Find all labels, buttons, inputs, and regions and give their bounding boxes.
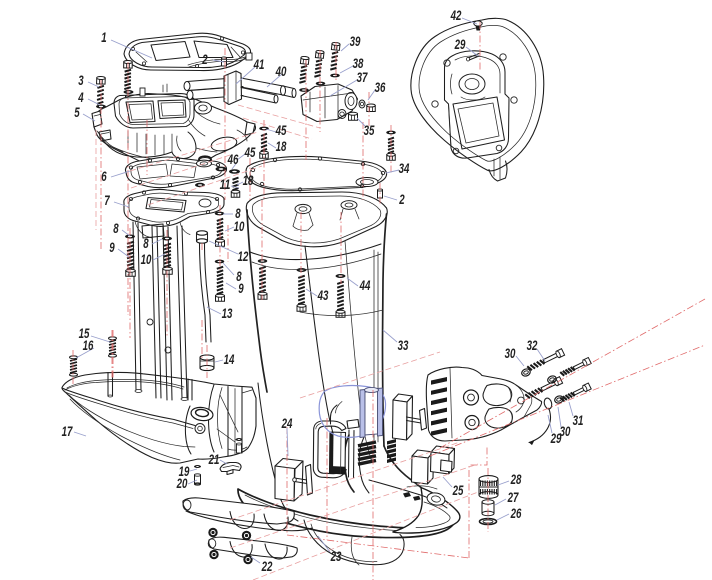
svg-text:15: 15: [79, 325, 90, 341]
svg-text:39: 39: [350, 33, 361, 49]
svg-text:30: 30: [505, 345, 516, 361]
svg-text:25: 25: [452, 482, 464, 498]
svg-text:45: 45: [275, 122, 287, 138]
svg-text:45: 45: [244, 144, 256, 160]
svg-text:8: 8: [143, 235, 149, 251]
svg-text:11: 11: [220, 176, 231, 192]
svg-text:42: 42: [450, 7, 462, 23]
svg-text:2: 2: [202, 51, 208, 67]
svg-text:22: 22: [261, 558, 273, 574]
svg-text:20: 20: [176, 475, 188, 491]
svg-text:18: 18: [276, 138, 287, 154]
svg-text:27: 27: [507, 489, 519, 505]
svg-text:1: 1: [101, 29, 107, 45]
svg-text:14: 14: [224, 351, 235, 367]
svg-text:10: 10: [234, 218, 245, 234]
svg-text:7: 7: [104, 192, 110, 208]
svg-text:3: 3: [78, 72, 84, 88]
svg-text:5: 5: [74, 104, 80, 120]
svg-text:40: 40: [275, 63, 287, 79]
svg-text:13: 13: [222, 305, 233, 321]
svg-text:37: 37: [357, 69, 369, 85]
svg-text:34: 34: [399, 160, 410, 176]
svg-text:35: 35: [364, 122, 375, 138]
svg-text:10: 10: [141, 251, 152, 267]
svg-text:46: 46: [227, 151, 239, 167]
svg-text:19: 19: [179, 463, 190, 479]
svg-text:41: 41: [253, 56, 265, 72]
svg-text:8: 8: [113, 220, 119, 236]
svg-text:33: 33: [398, 337, 409, 353]
svg-text:38: 38: [353, 55, 364, 71]
svg-text:44: 44: [359, 277, 371, 293]
svg-text:17: 17: [62, 423, 74, 439]
svg-text:43: 43: [317, 287, 329, 303]
svg-text:8: 8: [235, 205, 241, 221]
svg-text:4: 4: [78, 89, 84, 105]
svg-text:29: 29: [550, 430, 562, 446]
svg-text:26: 26: [510, 505, 522, 521]
svg-text:2: 2: [399, 191, 405, 207]
svg-text:9: 9: [238, 280, 244, 296]
svg-text:21: 21: [208, 451, 220, 467]
svg-text:32: 32: [527, 337, 538, 353]
svg-text:29: 29: [454, 36, 466, 52]
svg-text:8: 8: [236, 268, 242, 284]
svg-text:16: 16: [83, 337, 94, 353]
svg-text:6: 6: [101, 168, 107, 184]
svg-text:18: 18: [243, 172, 254, 188]
svg-text:23: 23: [330, 548, 342, 564]
svg-text:12: 12: [238, 248, 249, 264]
svg-text:36: 36: [375, 79, 386, 95]
svg-text:24: 24: [281, 415, 293, 431]
svg-text:9: 9: [109, 239, 115, 255]
svg-text:28: 28: [510, 471, 522, 487]
svg-text:31: 31: [573, 412, 584, 428]
svg-text:30: 30: [560, 423, 571, 439]
